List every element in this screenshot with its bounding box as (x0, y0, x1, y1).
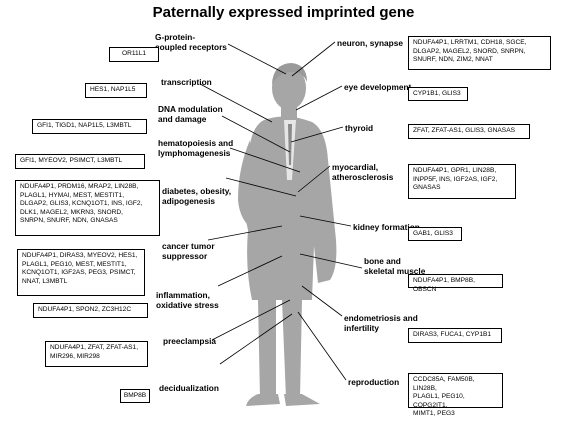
category-label: cancer tumor suppressor (162, 241, 215, 261)
gene-box: NDUFA4P1, PRDM16, MRAP2, LIN28B, PLAGL1,… (15, 180, 160, 236)
gene-box: GFI1, MYEOV2, PSIMCT, L3MBTL (15, 154, 145, 169)
gene-box: NDUFA4P1, SPON2, ZC3H12C (33, 303, 148, 318)
connector-lines (199, 41, 363, 381)
category-label: DNA modulation and damage (158, 104, 223, 124)
gene-box: CYP1B1, GLIS3 (408, 87, 468, 101)
gene-box: BMP8B (120, 389, 150, 403)
category-label: preeclampsia (163, 336, 217, 346)
category-label: diabetes, obesity, adipogenesis (162, 186, 232, 206)
gene-box: NDUFA4P1, DIRAS3, MYEOV2, HES1, PLAGL1, … (17, 249, 145, 296)
category-label: inflammation, oxidative stress (156, 290, 219, 310)
gene-box: HES1, NAP1L5 (85, 83, 147, 98)
category-label: G-protein- coupled receptors (155, 32, 227, 52)
category-label: neuron, synapse (337, 38, 403, 48)
category-label: endometriosis and infertility (344, 313, 418, 333)
category-label: myocardial, atherosclerosis (332, 162, 394, 182)
category-label: eye development (344, 82, 412, 92)
gene-box: NDUFA4P1, ZFAT, ZFAT-AS1, MIR296, MIR298 (45, 341, 148, 367)
category-label: hematopoiesis and lymphomagenesis (158, 138, 234, 158)
category-label: reproduction (348, 377, 400, 387)
gene-box: DIRAS3, FUCA1, CYP1B1 (408, 328, 502, 343)
gene-box: GAB1, GLIS3 (408, 227, 462, 241)
diagram-title: Paternally expressed imprinted gene (152, 4, 415, 21)
gene-box: ZFAT, ZFAT-AS1, GLIS3, GNASAS (408, 124, 530, 139)
gene-box: NDUFA4P1, BMP8B, OBSCN (408, 274, 503, 293)
category-label: bone and skeletal muscle (364, 256, 426, 276)
gene-box: OR11L1 (109, 47, 159, 62)
category-label: transcription (161, 77, 212, 87)
category-label: kidney formation (353, 222, 420, 232)
gene-box: NDUFA4P1, GPR1, LIN28B, INPP5F, INS, IGF… (408, 164, 516, 199)
gene-box: CCDC85A, FAM50B, LIN28B, PLAGL1, PEG10, … (408, 373, 503, 417)
gene-box: GFI1, TIGD1, NAP1L5, L3MBTL (32, 119, 147, 134)
gene-box: NDUFA4P1, LRRTM1, CDH18, SGCE, DLGAP2, M… (408, 36, 551, 70)
category-label: decidualization (159, 383, 219, 393)
category-label: thyroid (345, 123, 374, 133)
human-silhouette (238, 63, 337, 406)
